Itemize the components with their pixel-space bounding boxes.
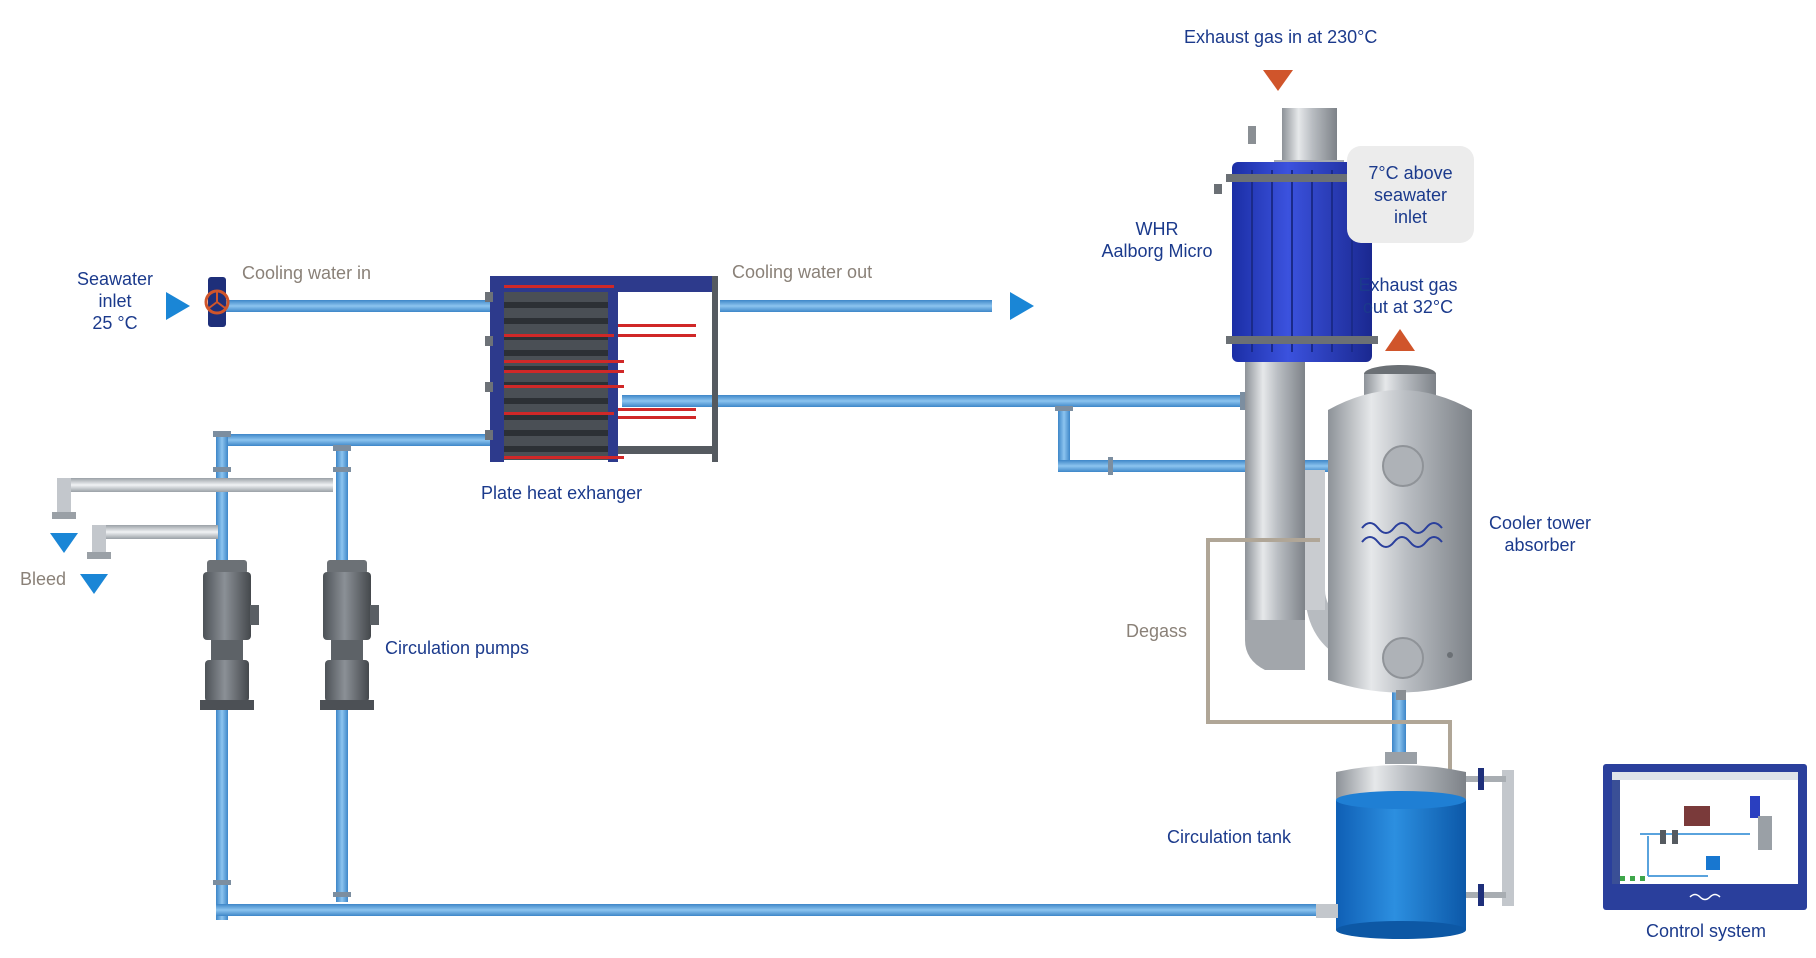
cooling-water-out-pipe: [720, 300, 992, 312]
exhaust-out-arrow: [1385, 329, 1415, 351]
seawater-inlet-label: Seawater inlet 25 °C: [76, 269, 154, 333]
plate-heat-exchanger[interactable]: [485, 276, 718, 462]
alfa-laval-logo-icon: [1361, 522, 1443, 548]
exhaust-in-arrow: [1263, 70, 1293, 91]
cooling-water-out-label: Cooling water out: [732, 262, 873, 282]
circulation-pump-2[interactable]: [320, 560, 379, 710]
plate-heat-exchanger-label: Plate heat exhanger: [481, 483, 643, 503]
monitor-icon[interactable]: [1603, 764, 1807, 910]
circulation-pump-1[interactable]: [200, 560, 259, 710]
cooling-water-out-arrow: [1010, 292, 1034, 320]
degass-label: Degass: [1126, 621, 1188, 641]
degass-line: [1206, 538, 1452, 775]
control-system-label: Control system: [1645, 921, 1767, 941]
circulation-pumps-label: Circulation pumps: [385, 638, 530, 658]
bottom-return-pipe: [216, 904, 1318, 916]
cooler-tower[interactable]: [1305, 365, 1472, 700]
whr-unit[interactable]: [1214, 108, 1378, 670]
cooling-water-in-pipe: [225, 300, 490, 312]
circulation-tank-label: Circulation tank: [1167, 827, 1292, 847]
callout-temperature-note: 7°C above seawater inlet: [1347, 146, 1474, 243]
hx-to-pumps-pipe: [216, 434, 491, 446]
seawater-inlet-arrow: [166, 292, 190, 320]
hx-to-whr-pipe: [622, 395, 1247, 407]
valve-icon[interactable]: [204, 277, 230, 327]
cooling-water-in-label: Cooling water in: [242, 263, 372, 283]
bleed-arrow-1: [50, 533, 78, 553]
bleed-piping: [52, 478, 333, 559]
whr-label: WHR Aalborg Micro: [1101, 219, 1213, 261]
exhaust-out-label: Exhaust gas out at 32°C: [1358, 275, 1458, 317]
bleed-label: Bleed: [20, 569, 67, 589]
circulation-tank[interactable]: [1316, 752, 1514, 939]
exhaust-in-label: Exhaust gas in at 230°C: [1184, 27, 1378, 47]
cooler-tower-label: Cooler tower absorber: [1488, 513, 1592, 555]
bleed-arrow-2: [80, 574, 108, 594]
flow-arrows: [50, 70, 1415, 594]
